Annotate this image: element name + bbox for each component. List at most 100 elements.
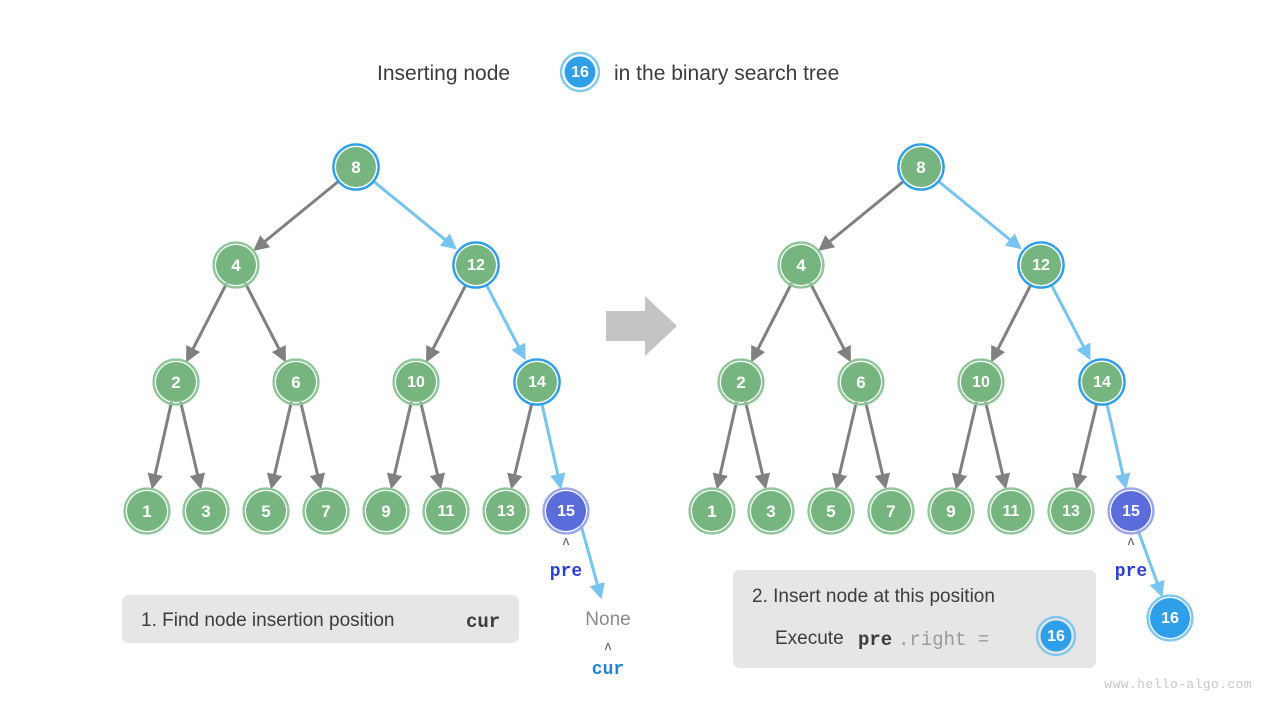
- node-circle: [781, 245, 821, 285]
- node-outline-ring: [1146, 594, 1194, 642]
- tree-node-3[interactable]: 3: [182, 487, 230, 535]
- tree-node-6[interactable]: 6: [272, 358, 320, 406]
- node-outline-ring: [302, 487, 350, 535]
- node-value: 4: [796, 256, 806, 275]
- node-circle: [156, 362, 196, 402]
- tree-edge: [991, 284, 1032, 363]
- left-pre-pointer: ʌ pre: [550, 533, 582, 582]
- tree-edge: [1105, 404, 1131, 490]
- node-value: 16: [1161, 610, 1179, 627]
- tree-node-2[interactable]: 2: [152, 358, 200, 406]
- node-circle: [901, 147, 941, 187]
- tree-node-15[interactable]: 15: [542, 487, 590, 535]
- node-outline-ring: [212, 241, 260, 289]
- node-circle: [246, 491, 286, 531]
- node-circle: [871, 491, 911, 531]
- node-circle: [751, 491, 791, 531]
- tree-edge: [1050, 284, 1091, 361]
- tree-node-10[interactable]: 10: [957, 358, 1005, 406]
- tree-edge: [485, 284, 526, 361]
- node-outline-ring: [688, 487, 736, 535]
- tree-node-4[interactable]: 4: [777, 241, 825, 289]
- node-circle: [486, 491, 526, 531]
- tree-edge: [751, 282, 793, 363]
- tree-node-1[interactable]: 1: [123, 487, 171, 535]
- node-value: 5: [826, 502, 835, 521]
- node-outline-ring: [482, 487, 530, 535]
- node-outline-ring: [867, 487, 915, 535]
- tree-node-11[interactable]: 11: [422, 487, 470, 535]
- step-1-caption-box: [122, 595, 519, 643]
- node-outline-ring: [272, 358, 320, 406]
- tree-node-16[interactable]: 16: [1146, 594, 1194, 642]
- tree-node-5[interactable]: 5: [242, 487, 290, 535]
- tree-edge: [1136, 529, 1165, 598]
- tree-node-9[interactable]: 9: [362, 487, 410, 535]
- node-value: 8: [916, 158, 925, 177]
- node-outline-ring: [152, 358, 200, 406]
- node-outline-ring: [927, 487, 975, 535]
- tree-edge: [419, 401, 446, 490]
- node-value: 13: [1062, 503, 1080, 520]
- tree-edge: [179, 401, 206, 490]
- tree-node-15[interactable]: 15: [1107, 487, 1155, 535]
- tree-node-7[interactable]: 7: [302, 487, 350, 535]
- tree-node-8[interactable]: 8: [897, 143, 945, 191]
- node-circle: [931, 491, 971, 531]
- tree-node-5[interactable]: 5: [807, 487, 855, 535]
- tree-node-6[interactable]: 6: [837, 358, 885, 406]
- tree-node-2[interactable]: 2: [717, 358, 765, 406]
- node-value: 8: [351, 158, 360, 177]
- node-circle: [721, 362, 761, 402]
- node-outline-ring: [987, 487, 1035, 535]
- tree-node-11[interactable]: 11: [987, 487, 1035, 535]
- node-outline-ring: [123, 487, 171, 535]
- tree-node-14[interactable]: 14: [513, 358, 561, 406]
- tree-edge: [712, 401, 738, 490]
- node-circle: [546, 491, 586, 531]
- tree-edge: [147, 401, 173, 490]
- tree-node-12[interactable]: 12: [452, 241, 500, 289]
- tree-node-4[interactable]: 4: [212, 241, 260, 289]
- tree-edge: [426, 284, 467, 363]
- node-outline-ring: [957, 358, 1005, 406]
- node-value: 6: [291, 373, 300, 392]
- step-1-caption-code: cur: [466, 611, 500, 633]
- step-2-caption-box: [733, 570, 1096, 668]
- node-circle: [961, 362, 1001, 402]
- step-2-caption-node-value: 16: [1047, 628, 1065, 645]
- node-circle: [517, 362, 557, 402]
- tree-node-3[interactable]: 3: [747, 487, 795, 535]
- tree-edge: [244, 282, 286, 363]
- step-2-caption: 2. Insert node at this position Execute …: [733, 570, 1096, 668]
- tree-node-13[interactable]: 13: [482, 487, 530, 535]
- node-outline-ring: [242, 487, 290, 535]
- left-pre-label: pre: [550, 562, 582, 582]
- node-circle: [811, 491, 851, 531]
- node-circle: [186, 491, 226, 531]
- tree-node-13[interactable]: 13: [1047, 487, 1095, 535]
- tree-node-1[interactable]: 1: [688, 487, 736, 535]
- tree-node-12[interactable]: 12: [1017, 241, 1065, 289]
- tree-node-9[interactable]: 9: [927, 487, 975, 535]
- tree-node-7[interactable]: 7: [867, 487, 915, 535]
- node-value: 6: [856, 373, 865, 392]
- node-circle: [366, 491, 406, 531]
- title-suffix: in the binary search tree: [614, 62, 839, 85]
- tree-edge: [984, 401, 1011, 490]
- tree-edge: [809, 282, 851, 363]
- node-circle: [276, 362, 316, 402]
- node-value: 4: [231, 256, 241, 275]
- node-value: 7: [886, 502, 895, 521]
- node-circle: [336, 147, 376, 187]
- tree-edge: [540, 404, 566, 490]
- tree-node-8[interactable]: 8: [332, 143, 380, 191]
- step-1-caption-text: 1. Find node insertion position: [141, 610, 395, 631]
- node-outline-ring: [1047, 487, 1095, 535]
- tree-node-14[interactable]: 14: [1078, 358, 1126, 406]
- page-title: Inserting node 16 in the binary search t…: [377, 51, 839, 93]
- node-value: 9: [946, 502, 955, 521]
- tree-node-10[interactable]: 10: [392, 358, 440, 406]
